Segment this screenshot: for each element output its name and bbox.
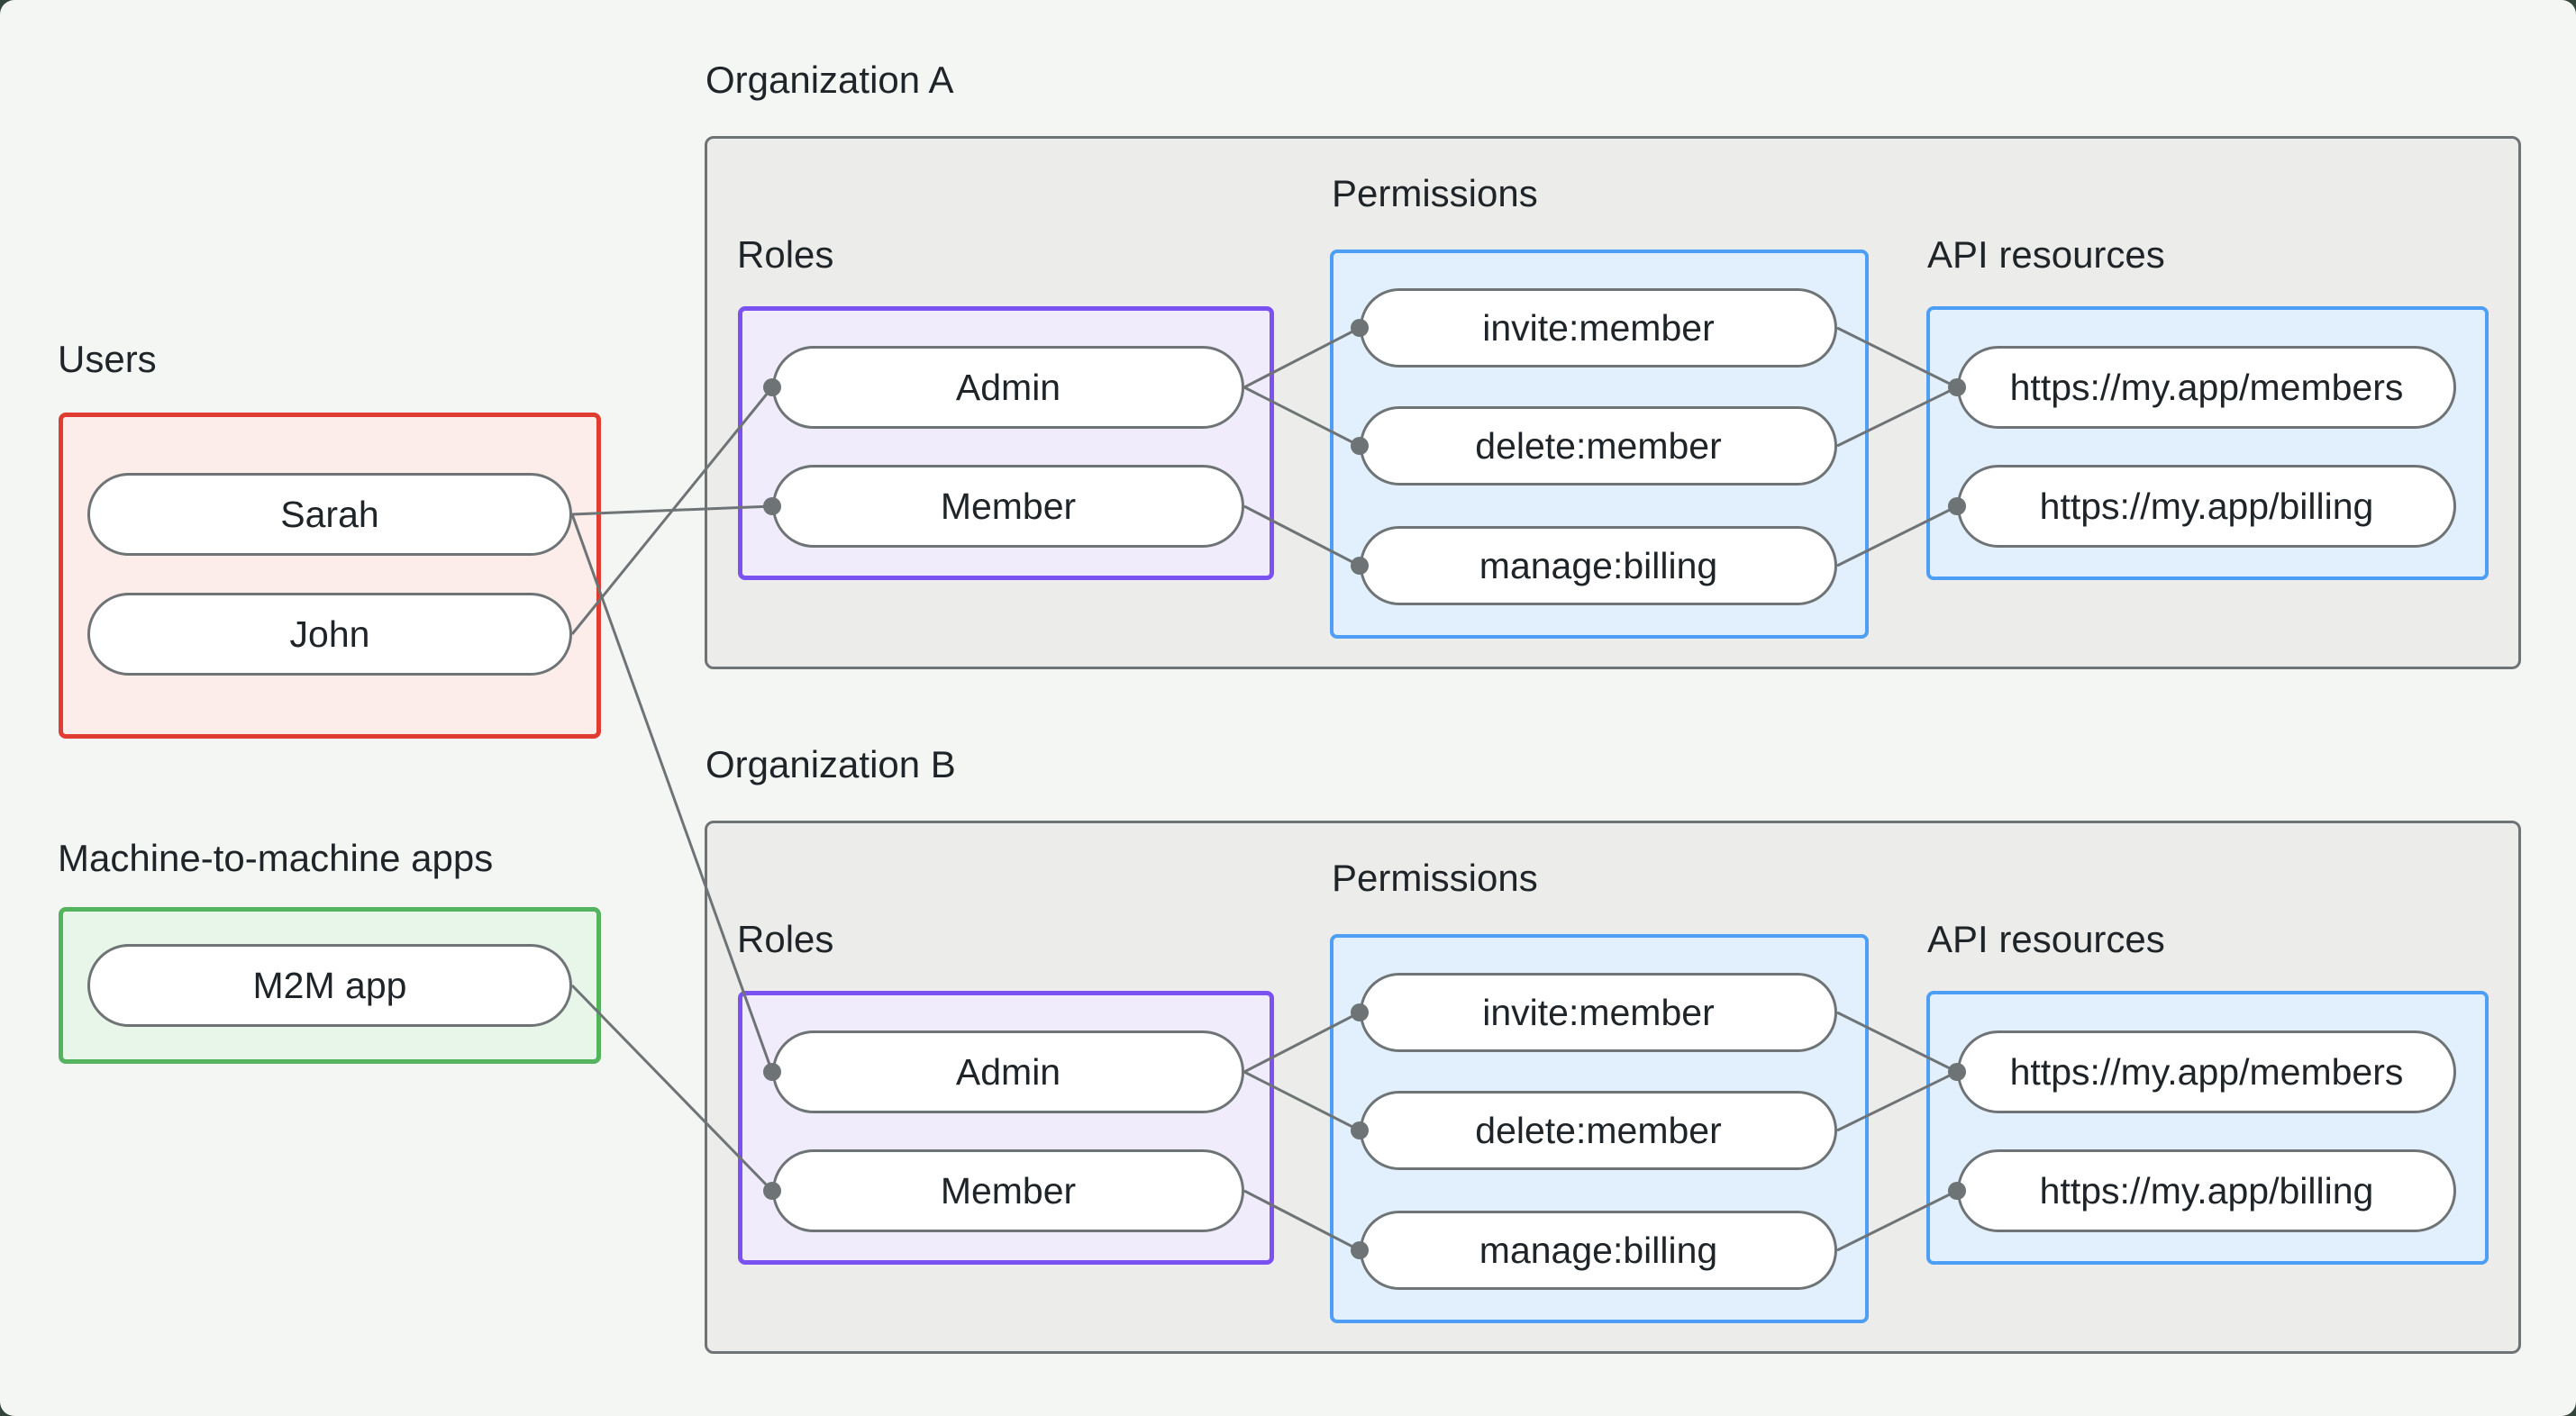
- org-b-role-member: Member: [772, 1149, 1244, 1232]
- org-b-api-billing: https://my.app/billing: [1957, 1149, 2456, 1232]
- users-section-label: Users: [58, 338, 157, 380]
- org-b-api-members: https://my.app/members: [1957, 1030, 2456, 1113]
- org-a-role-member: Member: [772, 465, 1244, 548]
- org-a-permission-invite: invite:member: [1360, 288, 1837, 368]
- org-a-permissions-label: Permissions: [1332, 172, 1538, 214]
- users-group-box: [59, 413, 601, 739]
- org-b-permission-manage: manage:billing: [1360, 1211, 1837, 1290]
- org-b-roles-label: Roles: [737, 918, 834, 960]
- org-a-api-billing: https://my.app/billing: [1957, 465, 2456, 548]
- m2m-app-pill: M2M app: [87, 944, 572, 1027]
- org-b-role-admin: Admin: [772, 1030, 1244, 1113]
- org-b-title: Organization B: [705, 743, 956, 785]
- org-a-roles-label: Roles: [737, 233, 834, 276]
- org-b-permission-delete: delete:member: [1360, 1091, 1837, 1170]
- user-pill-john: John: [87, 593, 572, 676]
- org-a-permission-manage: manage:billing: [1360, 526, 1837, 605]
- user-pill-sarah: Sarah: [87, 473, 572, 556]
- org-b-permissions-label: Permissions: [1332, 857, 1538, 899]
- org-b-api-resources-label: API resources: [1927, 918, 2165, 960]
- org-a-title: Organization A: [705, 59, 954, 101]
- org-a-api-members: https://my.app/members: [1957, 346, 2456, 429]
- m2m-section-label: Machine-to-machine apps: [58, 837, 494, 879]
- org-a-api-resources-label: API resources: [1927, 233, 2165, 276]
- org-a-role-admin: Admin: [772, 346, 1244, 429]
- org-b-permission-invite: invite:member: [1360, 973, 1837, 1052]
- org-a-permission-delete: delete:member: [1360, 406, 1837, 486]
